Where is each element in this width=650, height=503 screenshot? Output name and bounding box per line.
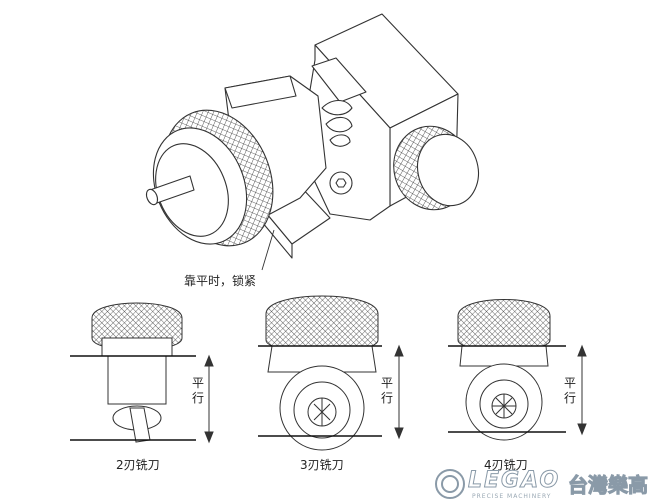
small-knob-face [417,133,479,207]
lock-annotation: 靠平时，锁紧 [184,274,257,288]
knob-pin-end [145,188,159,206]
logo-mark-icon [435,469,465,499]
view3-knurled-nut [457,299,551,351]
view3-arrow [577,344,587,436]
holder-top [224,75,297,109]
view2-arrow [394,344,404,440]
view-2-flute [91,302,183,443]
view2-flutes [313,398,331,426]
view3-parallel-label: 平行 [563,376,576,405]
view1-collet [107,355,167,405]
cutter-flute-1 [321,99,353,116]
cutter-flute-2 [325,116,353,133]
socket-screw-hex [335,178,347,188]
view1-parallel-label: 平行 [191,376,204,405]
view3-caption: 4刃铣刀 [484,458,528,472]
legao-logo: LEGAO 台灣樂高 PRECISE MACHINERY [428,462,650,503]
logo-tagline: PRECISE MACHINERY [472,493,552,500]
vblock-front-face [299,44,391,221]
view2-caption: 3刃铣刀 [300,458,344,472]
logo-chinese: 台灣樂高 [568,473,649,498]
view1-hex-band [101,337,173,357]
cutter-flute-3 [329,134,351,147]
view2-parallel-label: 平行 [380,376,393,405]
fixture-isometric-view [145,13,479,259]
logo-word: LEGAO [467,468,561,494]
view3-flutes [492,394,516,418]
view2-knurled-nut [265,295,379,353]
view3-hex-band [459,345,549,367]
annotation-leader [261,229,275,271]
vblock-groove [311,57,367,103]
view-4-flute [457,299,551,441]
view1-caption: 2刃铣刀 [116,458,160,472]
view1-arrow [204,354,214,444]
view-3-flute [265,295,379,451]
